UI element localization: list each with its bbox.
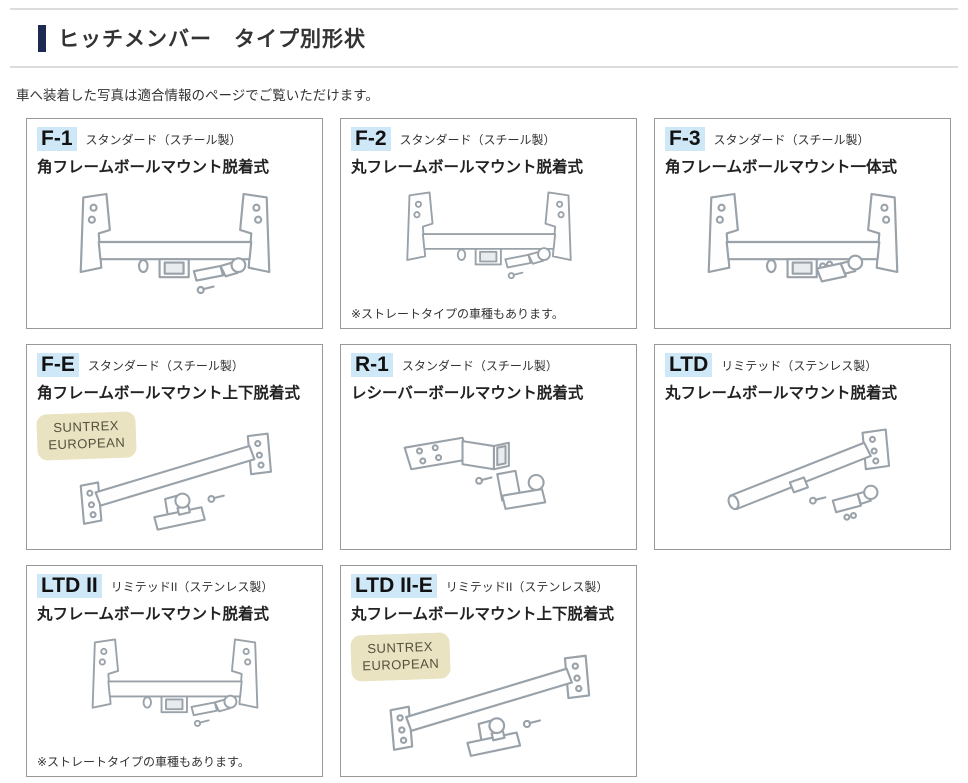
drawing-area — [665, 179, 940, 322]
type-grade: リミテッド（ステンレス製） — [721, 359, 878, 374]
card-head: F-1 スタンダード（スチール製） — [37, 127, 312, 152]
type-card-f1: F-1 スタンダード（スチール製） 角フレームボールマウント脱着式 — [26, 118, 323, 329]
drawing-area — [665, 405, 940, 543]
card-head: F-3 スタンダード（スチール製） — [665, 127, 940, 152]
type-card-f2: F-2 スタンダード（スチール製） 丸フレームボールマウント脱着式 ※ストレート… — [340, 118, 637, 329]
type-code: F-1 — [37, 127, 77, 152]
type-code: F-2 — [351, 127, 391, 152]
type-code: R-1 — [351, 353, 393, 378]
type-name: 丸フレームボールマウント脱着式 — [37, 606, 270, 624]
hitch-ltd-tube-drawing-icon — [725, 428, 890, 521]
type-card-ltd: LTD リミテッド（ステンレス製） 丸フレームボールマウント脱着式 — [654, 344, 951, 550]
hitch-type-grid: F-1 スタンダード（スチール製） 角フレームボールマウント脱着式 F-2 スタ… — [26, 118, 958, 777]
straight-type-note: ※ストレートタイプの車種もあります。 — [37, 755, 250, 769]
card-head: F-2 スタンダード（スチール製） — [351, 127, 626, 152]
type-name: 丸フレームボールマウント脱着式 — [665, 385, 898, 403]
type-card-f3: F-3 スタンダード（スチール製） 角フレームボールマウント一体式 — [654, 118, 951, 329]
drawing-area — [37, 179, 312, 322]
badge-line2: EUROPEAN — [48, 434, 126, 453]
title-accent-bar — [38, 24, 46, 52]
subtitle-note: 車へ装着した写真は適合情報のページでご覧いただけます。 — [16, 88, 379, 103]
drawing-area: SUNTREX EUROPEAN — [36, 405, 312, 543]
card-head: LTD II リミテッドII（ステンレス製） — [37, 574, 312, 599]
type-grade: スタンダード（スチール製） — [85, 133, 242, 148]
suntrex-european-badge: SUNTREX EUROPEAN — [36, 411, 137, 461]
type-grade: スタンダード（スチール製） — [401, 359, 558, 374]
type-name: 角フレームボールマウント一体式 — [665, 159, 898, 177]
type-name: 角フレームボールマウント脱着式 — [37, 159, 270, 177]
type-card-ltd2e: LTD II-E リミテッドII（ステンレス製） 丸フレームボールマウント上下脱… — [340, 565, 637, 777]
card-head: F-E スタンダード（スチール製） — [37, 353, 312, 378]
type-grade: スタンダード（スチール製） — [713, 133, 870, 148]
hitch-round-frame-drawing-icon — [405, 191, 572, 279]
card-head: LTD リミテッド（ステンレス製） — [665, 353, 940, 378]
type-card-fe: F-E スタンダード（スチール製） 角フレームボールマウント上下脱着式 SUNT… — [26, 344, 323, 550]
type-name: 丸フレームボールマウント脱着式 — [351, 159, 584, 177]
drawing-area: SUNTREX EUROPEAN — [350, 626, 626, 770]
card-head: LTD II-E リミテッドII（ステンレス製） — [351, 574, 626, 599]
page-title: ヒッチメンバー タイプ別形状 — [58, 28, 366, 51]
drawing-area — [37, 626, 312, 751]
card-head: R-1 スタンダード（スチール製） — [351, 353, 626, 378]
type-code: LTD — [665, 353, 713, 378]
type-grade: スタンダード（スチール製） — [87, 359, 244, 374]
type-card-ltd2: LTD II リミテッドII（ステンレス製） 丸フレームボールマウント脱着式 ※… — [26, 565, 323, 777]
badge-line2: EUROPEAN — [362, 655, 440, 674]
type-code: F-E — [37, 353, 79, 378]
drawing-area — [351, 405, 626, 543]
type-name: 丸フレームボールマウント上下脱着式 — [351, 606, 615, 624]
type-grade: リミテッドII（ステンレス製） — [445, 580, 609, 595]
type-code: LTD II — [37, 574, 102, 599]
hitch-wide-frame-drawing-icon — [91, 638, 258, 727]
type-name: レシーバーボールマウント脱着式 — [351, 385, 584, 403]
drawing-area — [351, 179, 626, 303]
type-grade: リミテッドII（ステンレス製） — [110, 580, 274, 595]
straight-type-note: ※ストレートタイプの車種もあります。 — [351, 307, 564, 321]
hitch-wide-frame-drawing-icon — [79, 192, 270, 295]
type-code: LTD II-E — [351, 574, 437, 599]
page-header: ヒッチメンバー タイプ別形状 — [10, 8, 958, 68]
type-grade: スタンダード（スチール製） — [399, 133, 556, 148]
hitch-integrated-mount-drawing-icon — [707, 192, 898, 283]
type-card-r1: R-1 スタンダード（スチール製） レシーバーボールマウント脱着式 — [340, 344, 637, 550]
type-code: F-3 — [665, 127, 705, 152]
type-name: 角フレームボールマウント上下脱着式 — [37, 385, 301, 403]
suntrex-european-badge: SUNTREX EUROPEAN — [350, 632, 451, 682]
hitch-receiver-drawing-icon — [403, 436, 546, 510]
